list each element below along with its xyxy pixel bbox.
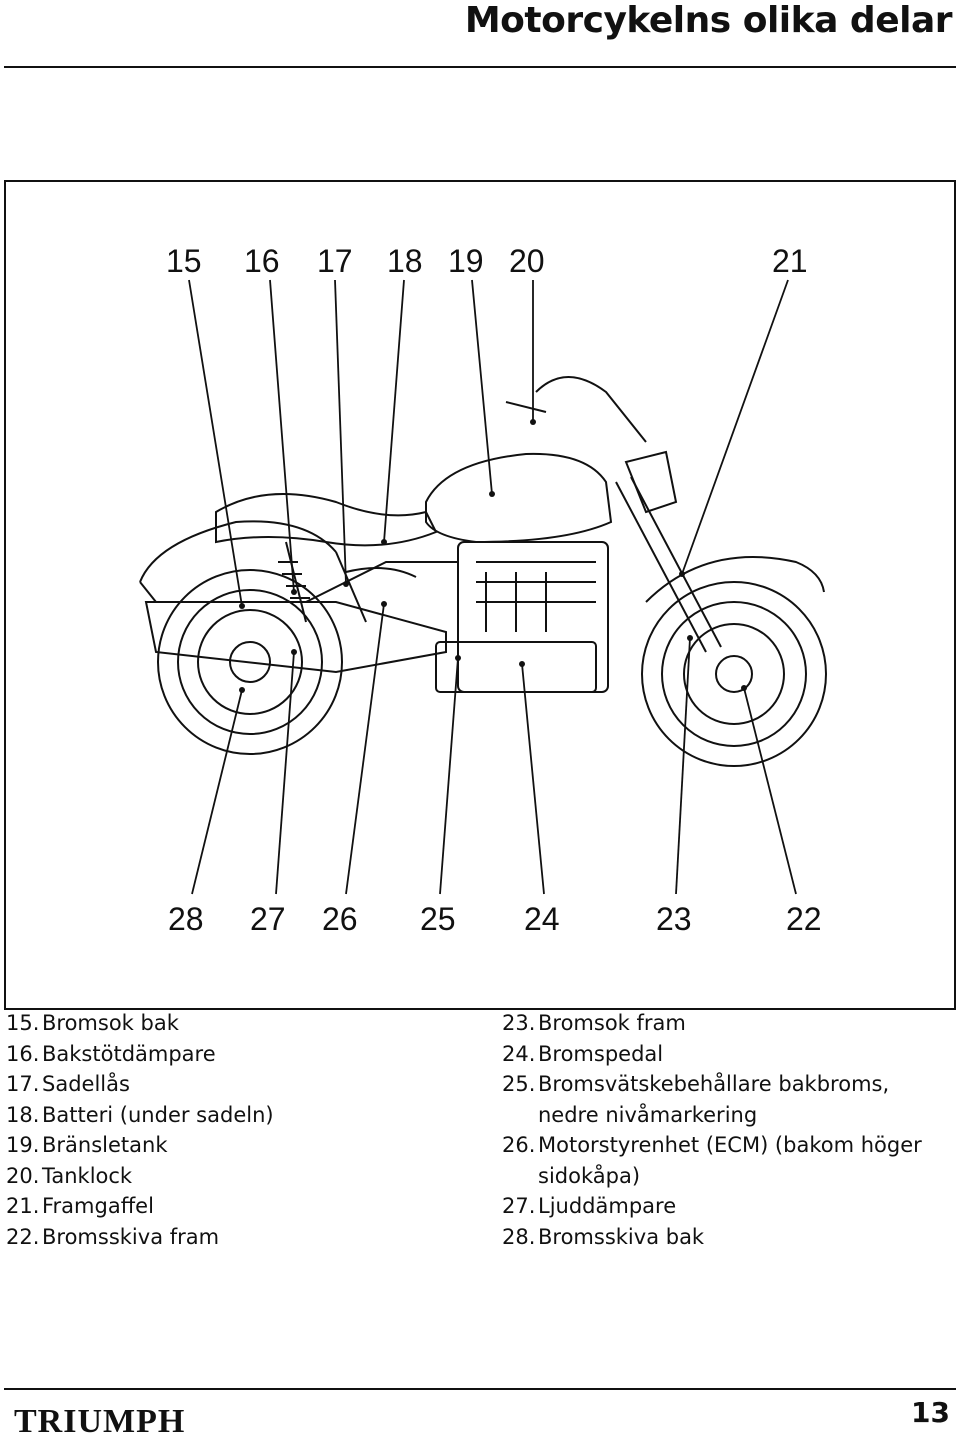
legend-number: 24. (502, 1041, 536, 1066)
page-number: 13 (911, 1396, 950, 1429)
legend-text: Bromsskiva fram (42, 1224, 220, 1249)
callout-20: 20 (509, 243, 545, 279)
title-divider (4, 66, 956, 68)
callout-22: 22 (786, 901, 822, 937)
callout-25: 25 (420, 901, 456, 937)
legend-text: Bränsletank (42, 1133, 168, 1157)
legend-number: 28. (502, 1224, 536, 1249)
legend-item-continuation: sidokåpa) (502, 1161, 957, 1192)
brand-wordmark: TRIUMPH (14, 1403, 185, 1440)
motorcycle-illustration: 15 16 17 18 19 20 21 28 27 26 25 24 23 2… (139, 243, 827, 937)
legend-number: 21. (6, 1194, 40, 1218)
legend-number: 19. (6, 1133, 40, 1157)
callout-23: 23 (656, 901, 692, 937)
callout-19: 19 (448, 243, 484, 279)
callout-21: 21 (772, 243, 808, 279)
legend-text: Bakstötdämpare (42, 1041, 216, 1066)
legend-item: 18.Batteri (under sadeln) (6, 1100, 476, 1131)
callout-24: 24 (524, 901, 560, 937)
legend-item: 17.Sadellås (6, 1069, 476, 1100)
legend-left-column: 15.Bromsok bak 16.Bakstötdämpare 17.Sade… (6, 1008, 476, 1252)
legend-text: Motorstyrenhet (ECM) (bakom höger (538, 1133, 922, 1157)
triumph-logo: TRIUMPH (14, 1403, 185, 1440)
legend-text: Framgaffel (42, 1194, 154, 1218)
legend-number: 23. (502, 1011, 536, 1035)
legend-item: 25.Bromsvätskebehållare bakbroms, (502, 1069, 957, 1100)
footer-divider (4, 1388, 956, 1390)
legend-text: Bromsok bak (42, 1011, 179, 1035)
legend-item: 23.Bromsok fram (502, 1008, 957, 1039)
legend-item: 19.Bränsletank (6, 1130, 476, 1161)
legend-right-column: 23.Bromsok fram 24.Bromspedal 25.Bromsvä… (502, 1008, 957, 1252)
legend-number (502, 1100, 538, 1131)
legend-item: 16.Bakstötdämpare (6, 1039, 476, 1070)
legend-number: 22. (6, 1224, 40, 1249)
legend-item: 24.Bromspedal (502, 1039, 957, 1070)
legend-item: 15.Bromsok bak (6, 1008, 476, 1039)
callout-27: 27 (250, 901, 286, 937)
legend-text: Bromsvätskebehållare bakbroms, (538, 1072, 890, 1096)
legend-text: Bromspedal (538, 1041, 664, 1066)
callout-16: 16 (244, 243, 280, 279)
callout-26: 26 (322, 901, 358, 937)
callout-15: 15 (166, 243, 202, 279)
legend-text: Bromsskiva bak (538, 1224, 705, 1249)
legend-number: 15. (6, 1011, 40, 1035)
legend-text: nedre nivåmarkering (538, 1102, 758, 1127)
callout-18: 18 (387, 243, 423, 279)
page-title: Motorcykelns olika delar (464, 0, 953, 41)
legend-number: 25. (502, 1072, 536, 1096)
legend-item: 26.Motorstyrenhet (ECM) (bakom höger (502, 1130, 957, 1161)
legend-text: Sadellås (42, 1072, 130, 1096)
legend-text: sidokåpa) (538, 1163, 641, 1188)
legend-item: 22.Bromsskiva fram (6, 1222, 476, 1253)
legend-item: 28.Bromsskiva bak (502, 1222, 957, 1253)
legend-number: 17. (6, 1072, 40, 1096)
legend-number (502, 1161, 538, 1192)
legend-number: 18. (6, 1102, 40, 1127)
legend-number: 27. (502, 1194, 536, 1218)
legend-item: 27.Ljuddämpare (502, 1191, 957, 1222)
legend-item: 20.Tanklock (6, 1161, 476, 1192)
legend-number: 20. (6, 1163, 40, 1188)
legend-text: Ljuddämpare (538, 1194, 677, 1218)
legend-item-continuation: nedre nivåmarkering (502, 1100, 957, 1131)
legend-number: 16. (6, 1041, 40, 1066)
legend-text: Bromsok fram (538, 1011, 686, 1035)
callout-28: 28 (168, 901, 204, 937)
callout-17: 17 (317, 243, 353, 279)
legend-text: Batteri (under sadeln) (42, 1102, 274, 1127)
legend-number: 26. (502, 1133, 536, 1157)
legend-item: 21.Framgaffel (6, 1191, 476, 1222)
legend-text: Tanklock (42, 1163, 133, 1188)
motorcycle-diagram: 15 16 17 18 19 20 21 28 27 26 25 24 23 2… (4, 180, 956, 1010)
